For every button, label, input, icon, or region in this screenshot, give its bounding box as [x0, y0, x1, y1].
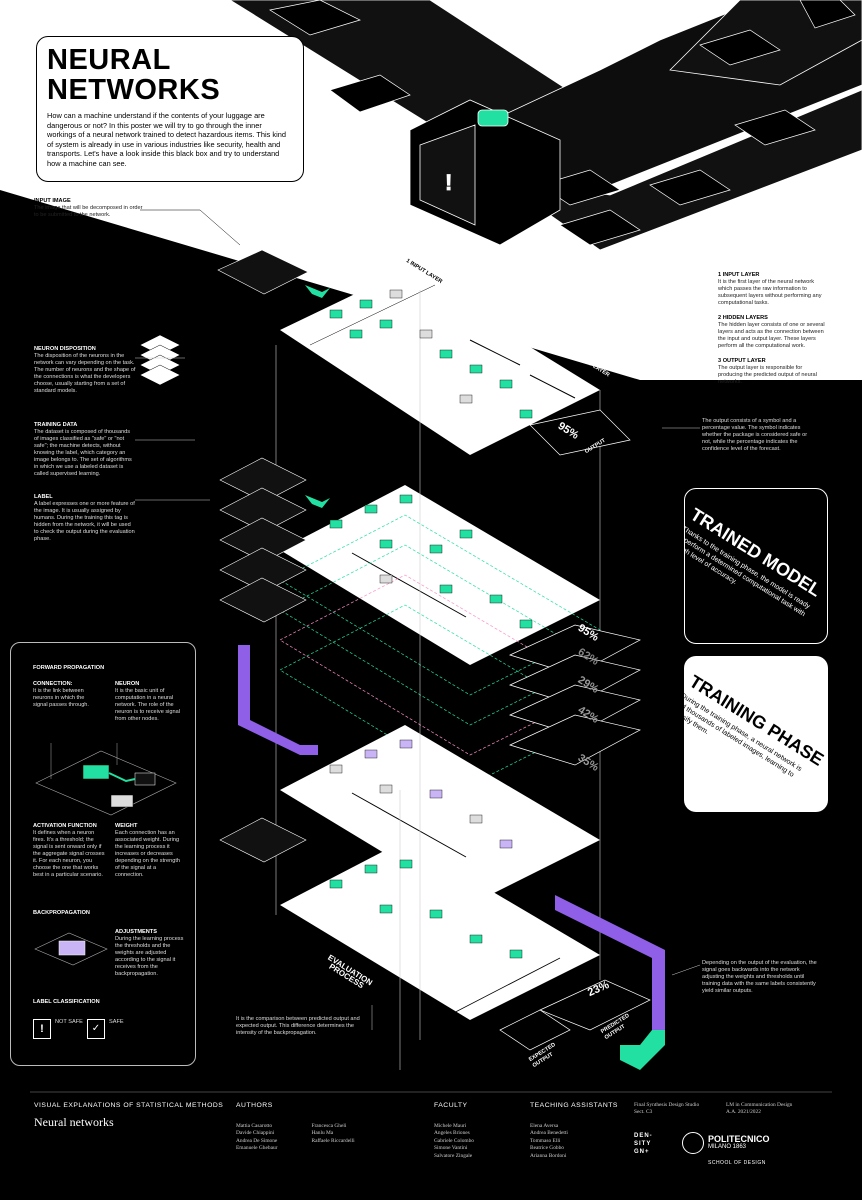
not-safe-icon: ! — [33, 1019, 51, 1039]
page-title: NEURAL NETWORKS — [47, 45, 293, 105]
neuron-disposition-note: NEURON DISPOSITION The disposition of th… — [34, 346, 136, 394]
forward-propagation-panel: FORWARD PROPAGATION CONNECTION: It is th… — [10, 642, 196, 1066]
footer-ta: TEACHING ASSISTANTS Elena Aversa Andrea … — [530, 1102, 618, 1159]
purple-arrow-left — [238, 645, 318, 755]
activation-note: ACTIVATION FUNCTION It defines when a ne… — [33, 823, 105, 878]
title-line-1: NEURAL — [47, 44, 171, 76]
training-phase-card: TRAINING PHASE During the training phase… — [684, 656, 828, 812]
forward-diagram — [35, 743, 177, 816]
politecnico-logo: POLITECNICO MILANO 1863 — [708, 1134, 770, 1150]
topic-label: Neural networks — [34, 1115, 114, 1129]
politecnico-seal-icon — [682, 1132, 704, 1154]
footer-studio: Final Synthesis Design Studio Sect. C3 — [634, 1102, 700, 1116]
footer-faculty: FACULTY Michele Mauri Angeles Briones Ga… — [434, 1102, 474, 1159]
layer-top — [280, 270, 600, 455]
input-image-note: INPUT IMAGE The image that will be decom… — [34, 198, 144, 219]
connection-note: CONNECTION: It is the link between neuro… — [33, 681, 89, 708]
purple-arrow-right — [555, 895, 665, 1030]
not-safe-label: NOT SAFE — [55, 1019, 83, 1025]
safe-label: SAFE — [109, 1019, 124, 1025]
training-data-note: TRAINING DATA The dataset is composed of… — [34, 422, 132, 477]
backprop-note: Depending on the output of the evaluatio… — [702, 960, 817, 994]
green-arrow-mid — [305, 495, 330, 508]
green-arrow-bottom — [620, 1030, 665, 1070]
trained-model-card: TRAINED MODEL Thanks to the training pha… — [684, 488, 828, 644]
adjustments-note: ADJUSTMENTS During the learning process … — [115, 929, 184, 977]
svg-text:!: ! — [445, 170, 452, 195]
weight-note: WEIGHT Each connection has an associated… — [115, 823, 181, 878]
neuron-disposition-stack — [139, 334, 181, 386]
guide-lines — [275, 290, 601, 1070]
label-classification-title: LABEL CLASSIFICATION — [33, 999, 100, 1005]
layer-legend: 1 INPUT LAYER It is the first layer of t… — [718, 272, 828, 386]
title-line-2: NETWORKS — [47, 74, 221, 106]
intro-card: NEURAL NETWORKS How can a machine unders… — [36, 36, 304, 182]
output-boxes — [499, 409, 651, 1051]
layer-evaluation — [280, 840, 600, 1021]
legend-item-hidden: 2 HIDDEN LAYERS The hidden layer consist… — [718, 315, 825, 349]
safe-icon: ✓ — [87, 1019, 105, 1039]
legend-item-input: 1 INPUT LAYER It is the first layer of t… — [718, 272, 822, 306]
scanner-machine: ! — [409, 99, 561, 246]
input-image-panel — [217, 249, 309, 295]
trained-model-content: TRAINED MODEL Thanks to the training pha… — [685, 504, 825, 627]
density-logo: DEN-SITY GN+ — [634, 1133, 653, 1155]
legend-item-output: 3 OUTPUT LAYER The output layer is respo… — [718, 358, 817, 385]
pointer-lines — [140, 209, 241, 246]
output-note: The output consists of a symbol and a pe… — [702, 418, 808, 452]
layer-training-phase — [280, 725, 600, 905]
input-arrow — [305, 285, 330, 298]
neuron-grid — [329, 289, 533, 959]
backprop-title: BACKPROPAGATION — [33, 910, 90, 916]
training-images — [219, 457, 307, 863]
training-phase-content: TRAINING PHASE During the training phase… — [684, 671, 827, 794]
series-label: VISUAL EXPLANATIONS OF STATISTICAL METHO… — [34, 1102, 224, 1109]
input-image-title: INPUT IMAGE — [34, 198, 71, 204]
footer-course: LM in Communication Design A.A. 2021/202… — [726, 1102, 793, 1116]
intro-text: How can a machine understand if the cont… — [47, 111, 286, 168]
label-note: LABEL A label expresses one or more feat… — [34, 494, 135, 542]
footer-series: VISUAL EXPLANATIONS OF STATISTICAL METHO… — [34, 1102, 224, 1130]
backprop-diagram — [34, 932, 108, 966]
input-image-text: The image that will be decomposed in ord… — [34, 205, 143, 218]
forward-title: FORWARD PROPAGATION — [33, 665, 105, 671]
pointer-lines-dark — [135, 357, 701, 1030]
school-of-design: SCHOOL OF DESIGN — [708, 1160, 766, 1166]
evaluation-text: It is the comparison between predicted o… — [236, 1016, 360, 1036]
neuron-note: NEURON It is the basic unit of computati… — [115, 681, 180, 722]
footer-authors: AUTHORS Mattia Casarotto Davide Chiappin… — [236, 1102, 355, 1152]
